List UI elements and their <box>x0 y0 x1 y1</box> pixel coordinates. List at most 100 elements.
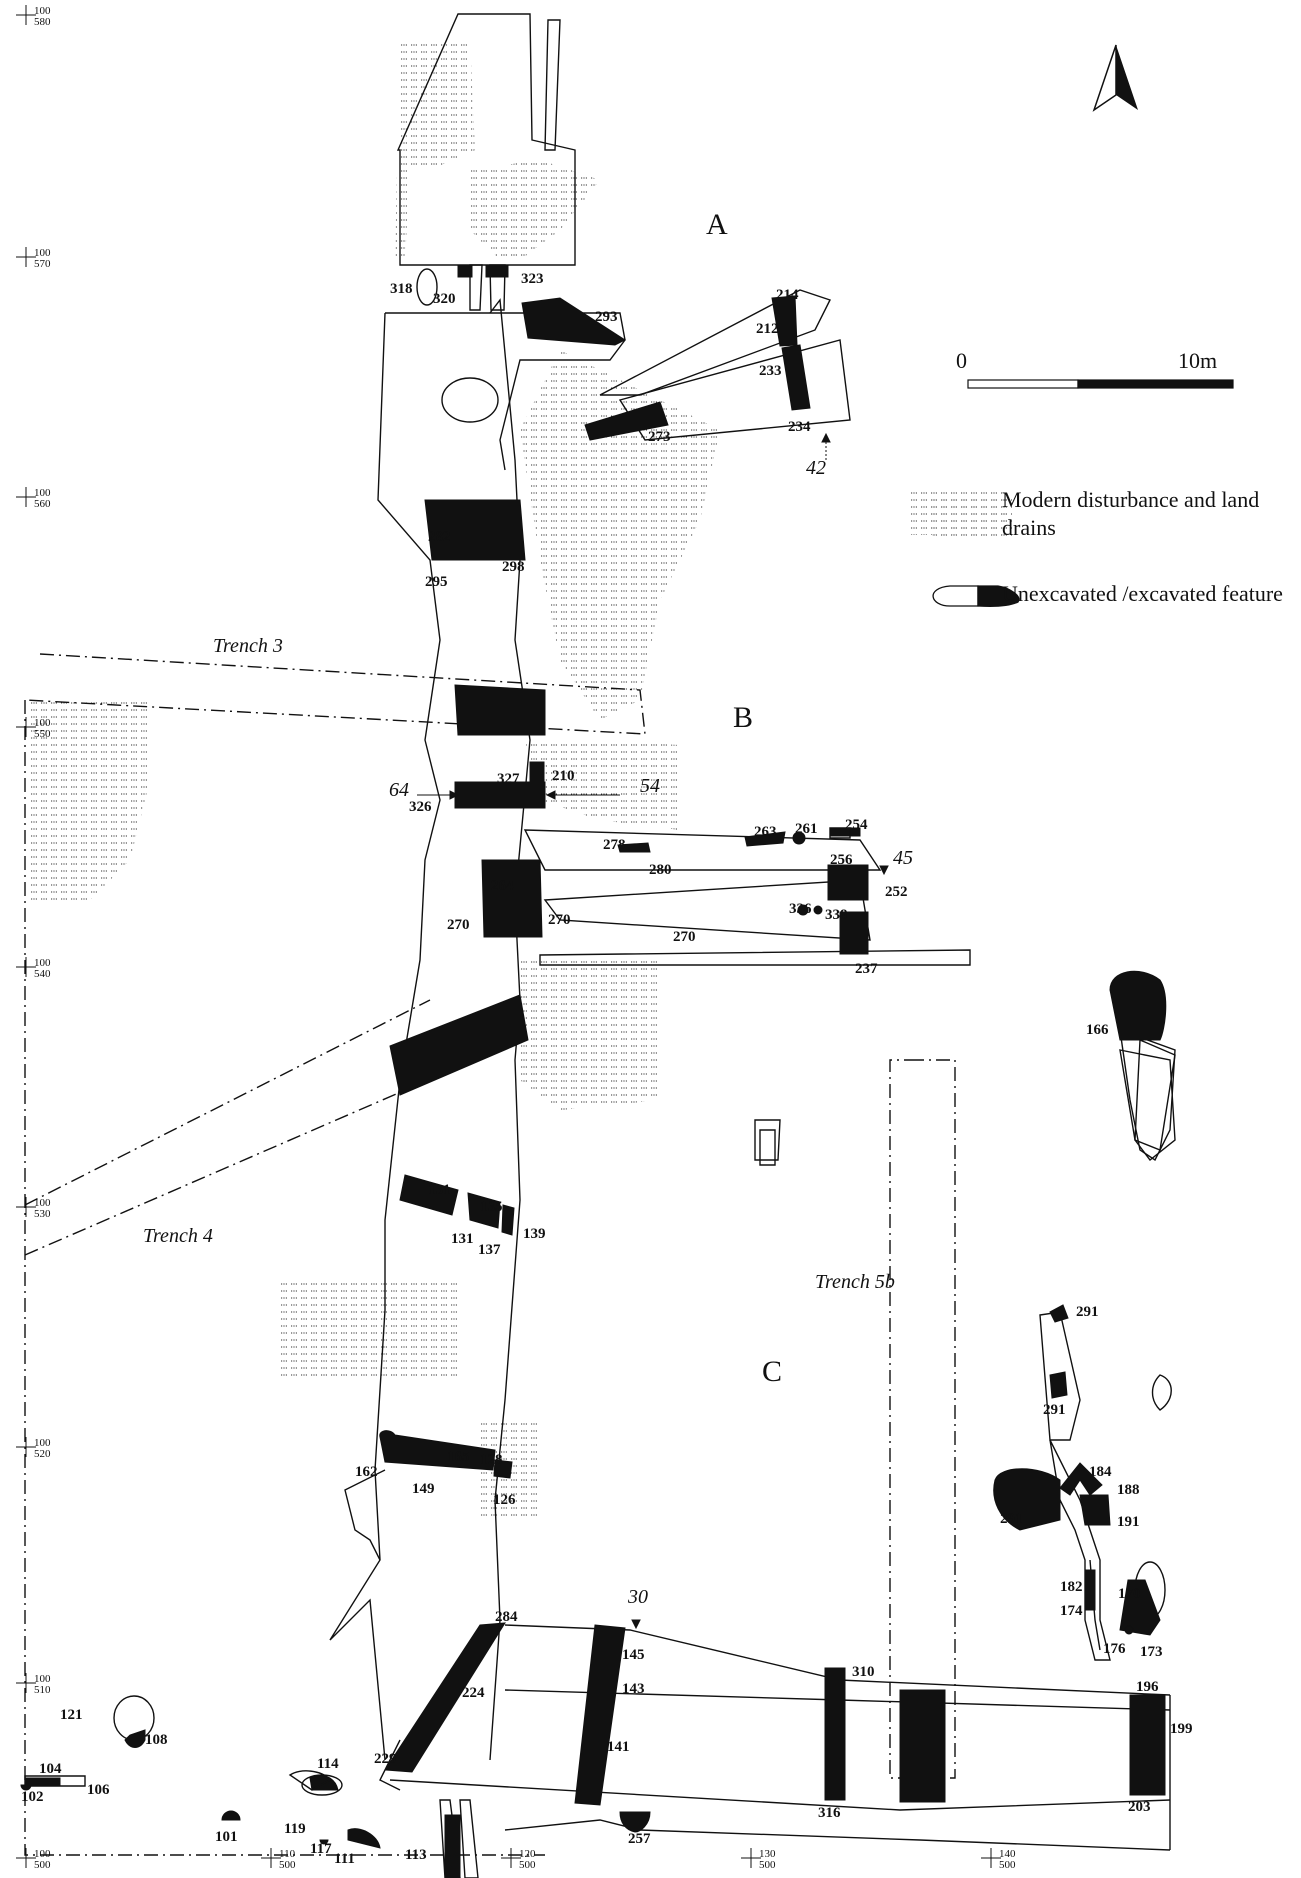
feature-fill-210 <box>529 761 545 789</box>
grid-label-top: 100 <box>34 487 51 499</box>
feature-label: 135 <box>480 1199 503 1215</box>
feature-fill-310-316 <box>824 1667 846 1801</box>
feature-label: 102 <box>21 1789 44 1805</box>
section-label-64: 64 <box>389 779 409 801</box>
feature-fill-257 <box>619 1811 651 1833</box>
feature-label: 291 <box>1000 1511 1023 1527</box>
feature-fill-135 <box>467 1192 501 1229</box>
grid-label-top: 120 <box>519 1848 536 1860</box>
feature-fill-104 <box>24 1777 61 1786</box>
section-label-45: 45 <box>893 847 913 869</box>
feature-label: 282 <box>428 529 451 545</box>
section-label-30: 30 <box>628 1586 648 1608</box>
feature-label: 327 <box>497 771 520 787</box>
feature-label: 316 <box>818 1805 841 1821</box>
feature-fill-182 <box>1084 1569 1096 1611</box>
feature-fill-293 <box>521 297 627 346</box>
feature-label: 233 <box>759 363 782 379</box>
feature-label: 128 <box>480 1452 503 1468</box>
grid-label-top: 100 <box>34 957 51 969</box>
trench-label-5b: Trench 5b <box>815 1271 895 1293</box>
feature-label: 273 <box>648 429 671 445</box>
feature-label: 298 <box>502 559 525 575</box>
feature-label: 229 <box>374 1751 397 1767</box>
grid-label-top: 100 <box>34 1197 51 1209</box>
grid-label-top: 100 <box>34 717 51 729</box>
feature-label: 143 <box>622 1681 645 1697</box>
grid-label-bottom: 510 <box>34 1684 51 1696</box>
trench-label-4: Trench 4 <box>143 1225 213 1247</box>
grid-label-bottom: 520 <box>34 1448 51 1460</box>
grid-label-bottom: 540 <box>34 968 51 980</box>
feature-label: 278 <box>603 837 626 853</box>
feature-label: 318 <box>390 281 413 297</box>
legend-unexcavated-half <box>932 585 979 607</box>
feature-label: 126 <box>493 1492 516 1508</box>
feature-label: 188 <box>1117 1482 1140 1498</box>
grid-label-bottom: 570 <box>34 258 51 270</box>
area-label-a: A <box>706 208 728 241</box>
feature-fill-191 <box>1079 1494 1111 1526</box>
grid-label-bottom: 560 <box>34 498 51 510</box>
feature-label: 111 <box>334 1851 355 1867</box>
feature-fill-273 <box>584 401 669 441</box>
grid-label-top: 100 <box>34 1437 51 1449</box>
feature-fill-261 <box>792 831 806 845</box>
excavated-features <box>20 264 1167 1878</box>
feature-label: 270 <box>447 917 470 933</box>
feature-fill-338 <box>813 905 823 915</box>
feature-fill-264-270 <box>481 859 543 938</box>
feature-label: 291 <box>1043 1402 1066 1418</box>
legend-excavated-half <box>977 585 1020 608</box>
feature-label: 224 <box>462 1685 485 1701</box>
feature-fill-108 <box>124 1729 146 1748</box>
grid-label-top: 100 <box>34 247 51 259</box>
feature-fill-291-c <box>993 1468 1061 1531</box>
grid-label-bottom: 580 <box>34 16 51 28</box>
feature-fill-323 <box>485 264 509 278</box>
feature-fill-131 <box>399 1174 459 1216</box>
feature-label: 295 <box>425 574 448 590</box>
feature-fill-162-149 <box>379 1430 496 1471</box>
grid-label-bottom: 500 <box>519 1859 536 1871</box>
feature-label: 182 <box>1060 1579 1083 1595</box>
feature-label: 270 <box>673 929 696 945</box>
feature-fill-233 <box>781 344 811 411</box>
trench-label-3: Trench 3 <box>213 635 283 657</box>
grid-label-top: 100 <box>34 1673 51 1685</box>
grid-label-top: 130 <box>759 1848 776 1860</box>
grid-label-bottom: 500 <box>759 1859 776 1871</box>
feature-label: 166 <box>1086 1022 1109 1038</box>
feature-label: 137 <box>478 1242 501 1258</box>
grid-label-top: 100 <box>34 5 51 17</box>
trench-outlines-dashdot <box>24 653 956 1856</box>
feature-label: 119 <box>284 1821 306 1837</box>
feature-label: 199 <box>1170 1721 1193 1737</box>
feature-label: 113 <box>405 1847 427 1863</box>
unexcavated-outlines <box>288 827 1176 1791</box>
feature-label: 117 <box>310 1841 332 1857</box>
feature-label: 214 <box>776 287 799 303</box>
feature-label: 162 <box>355 1464 378 1480</box>
feature-fill-196-199 <box>1129 1694 1166 1746</box>
feature-fill-139 <box>501 1204 515 1236</box>
scale-start-label: 0 <box>956 348 967 373</box>
feature-label: 101 <box>215 1829 238 1845</box>
north-arrow-icon <box>1092 44 1138 112</box>
feature-label: 264 <box>491 878 514 894</box>
feature-fill-291-b <box>1049 1371 1068 1399</box>
feature-fill-291-a <box>1049 1304 1069 1323</box>
feature-label: 114 <box>317 1756 339 1772</box>
modern-disturbance-areas <box>30 40 1010 1520</box>
feature-fill-203 <box>1129 1744 1166 1796</box>
feature-label: 336 <box>789 901 812 917</box>
feature-label: 131 <box>428 1182 451 1198</box>
feature-fill-282-298 <box>424 499 526 561</box>
